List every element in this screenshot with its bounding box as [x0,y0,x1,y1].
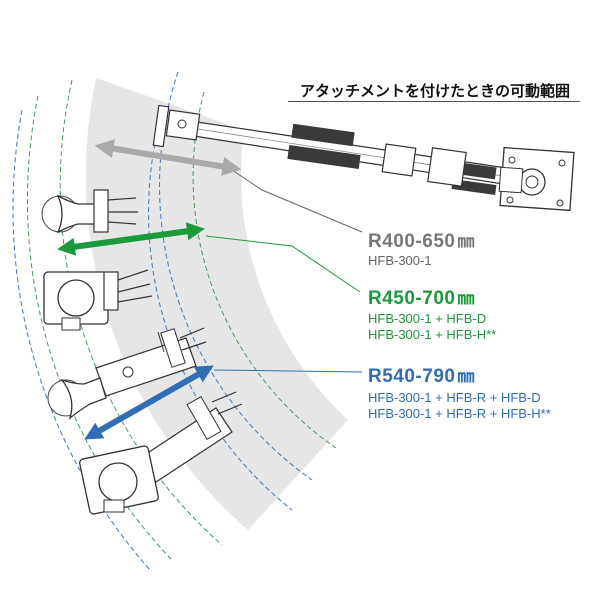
arrow-range-blue [84,365,214,440]
spring-1 [287,123,361,169]
arrow-range-green [57,222,205,256]
range-gray-config-1: HFB-300-1 [368,253,432,268]
range-green-unit: ㎜ [457,289,475,308]
range-band [85,78,349,530]
range-blue-config-2: HFB-300-1 + HFB-R + HFB-H** [368,406,551,421]
arc-green-1 [26,95,173,561]
range-green-value: R450-700 [368,288,456,309]
title-underline [288,101,580,102]
range-blue-config-1: HFB-300-1 + HFB-R + HFB-D [368,390,541,405]
attachment-extension-clamp [79,391,243,515]
range-green-config-1: HFB-300-1 + HFB-D [368,311,487,326]
leader-green [205,235,361,293]
range-blue-unit: ㎜ [457,367,475,386]
range-gray-unit: ㎜ [457,232,475,251]
base-plate [498,146,575,212]
attachment-extension-fork [47,327,207,420]
arm-assembly [152,104,575,212]
range-blue-value: R540-790 [368,366,456,387]
diagram-title: アタッチメントを付けたときの可動範囲 [300,82,571,100]
leader-blue [213,369,363,373]
attachment-clamp-1 [43,269,153,331]
range-gray-value: R400-650 [368,231,456,252]
attachment-fork-1 [41,189,138,234]
range-green-config-2: HFB-300-1 + HFB-H** [368,327,497,342]
arrow-range-gray [94,139,242,176]
arc-blue-1 [12,109,151,571]
leader-gray [231,169,363,233]
arc-inner-gray [59,79,223,546]
